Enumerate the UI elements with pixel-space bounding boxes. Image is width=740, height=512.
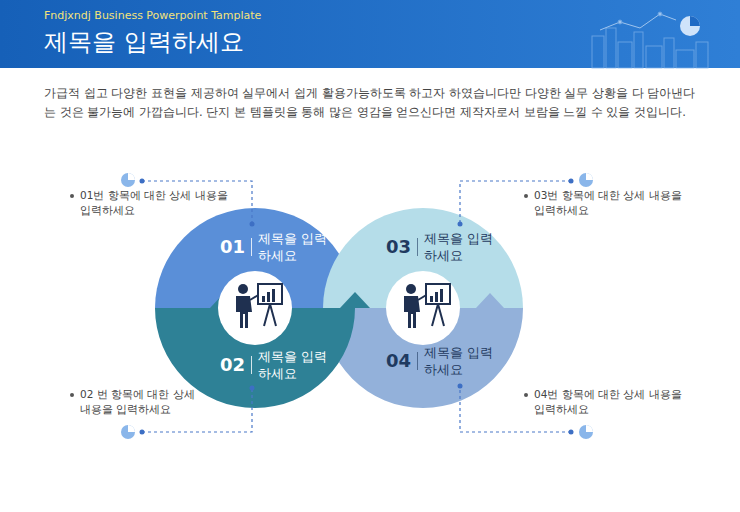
item-title: 제목을 입력 하세요 [424,344,498,378]
leader-dots [140,179,574,435]
item-number: 04 [386,352,418,370]
callout-text: 03번 항목에 대한 상세 내용을 입력하세요 [534,189,682,216]
bullet-dot [524,393,528,397]
page-title: 제목을 입력하세요 [44,26,244,58]
quadrant-node: 04 제목을 입력 하세요 [386,344,498,378]
bullet-dot [70,393,74,397]
callout-text-box: 03번 항목에 대한 상세 내용을 입력하세요 [524,188,684,218]
intro-paragraph: 가급적 쉽고 다양한 표현을 제공하여 실무에서 쉽게 활용가능하도록 하고자 … [44,84,700,122]
header-band [0,0,740,68]
item-title: 제목을 입력 하세요 [424,230,498,264]
callout-text-box: 01번 항목에 대한 상세 내용을 입력하세요 [70,188,230,218]
pie-icon [680,16,700,36]
item-number: 01 [220,238,252,256]
callout-text: 04번 항목에 대한 상세 내용을 입력하세요 [534,388,682,415]
callout-text-box: 04번 항목에 대한 상세 내용을 입력하세요 [524,387,684,417]
quadrant-node: 01 제목을 입력 하세요 [220,230,332,264]
bullet-dot [524,194,528,198]
header-subtitle: Fndjxndj Business Powerpoint Tamplate [44,9,261,22]
presenter-icon [218,271,292,345]
item-title: 제목을 입력 하세요 [258,230,332,264]
item-number: 03 [386,238,418,256]
item-number: 02 [220,356,252,374]
callout-text: 02 번 항목에 대한 상세 내용을 입력하세요 [80,388,195,415]
quadrant-node: 02 제목을 입력 하세요 [220,348,332,382]
presenter-icon [386,271,460,345]
leader-lines [142,181,571,432]
callout-text-box: 02 번 항목에 대한 상세 내용을 입력하세요 [70,387,230,417]
item-title: 제목을 입력 하세요 [258,348,332,382]
callout-text: 01번 항목에 대한 상세 내용을 입력하세요 [80,189,228,216]
bullet-dot [70,194,74,198]
skyline [592,12,708,68]
quadrant-node: 03 제목을 입력 하세요 [386,230,498,264]
